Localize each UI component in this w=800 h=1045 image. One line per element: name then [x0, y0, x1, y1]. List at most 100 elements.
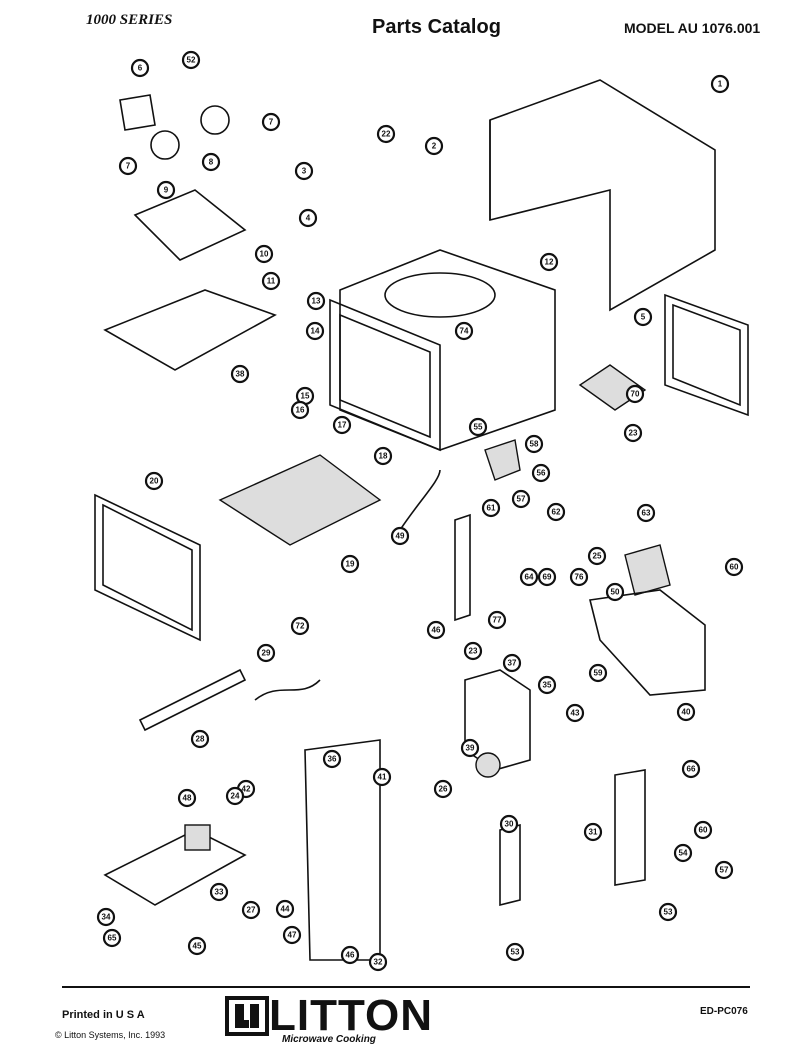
callout-circle [254, 244, 274, 264]
callout-number: 50 [611, 588, 620, 597]
callout-number: 27 [247, 906, 256, 915]
callout-circle [539, 252, 559, 272]
litton-logo-icon [225, 996, 269, 1036]
callout-circle [305, 321, 325, 341]
callout-number: 26 [439, 785, 448, 794]
callout-circle [468, 417, 488, 437]
callout-number: 45 [193, 942, 202, 951]
callout-number: 23 [629, 429, 638, 438]
callout-number: 35 [543, 681, 552, 690]
callout-number: 20 [150, 477, 159, 486]
part-door-frame [329, 298, 441, 452]
callout-circle [144, 471, 164, 491]
callout-circle [275, 899, 295, 919]
callout-number: 17 [338, 421, 347, 430]
callout-number: 34 [102, 913, 111, 922]
part-panel [103, 289, 277, 371]
callout-circle [487, 610, 507, 630]
callout-number: 13 [312, 297, 321, 306]
callout-circle [187, 936, 207, 956]
callout-number: 1 [718, 80, 723, 89]
callout-number: 15 [301, 392, 310, 401]
callout-number: 37 [508, 659, 517, 668]
callout-circle [502, 653, 522, 673]
callout-circle [531, 463, 551, 483]
callout-circle [368, 952, 388, 972]
callout-number: 42 [242, 785, 251, 794]
callout-circle [332, 415, 352, 435]
brand-tagline: Microwave Cooking [282, 1034, 376, 1045]
callout-number: 43 [571, 709, 580, 718]
callout-circle [177, 788, 197, 808]
callout-number: 4 [306, 214, 311, 223]
callout-circle [454, 321, 474, 341]
printed-in-label: Printed in U S A [62, 1009, 145, 1021]
callout-circle [156, 180, 176, 200]
callout-number: 28 [196, 735, 205, 744]
callout-number: 11 [267, 277, 276, 286]
part-fan-blade-upper [200, 105, 230, 135]
brand-name: LITTON [269, 991, 434, 1040]
callout-number: 46 [432, 626, 441, 635]
callout-circle [537, 675, 557, 695]
callout-number: 8 [209, 158, 214, 167]
callout-circle [710, 74, 730, 94]
callout-circle [460, 738, 480, 758]
callout-circle [298, 208, 318, 228]
callout-circle [481, 498, 501, 518]
callout-number: 55 [474, 423, 483, 432]
callout-circle [623, 423, 643, 443]
callout-circle [505, 942, 525, 962]
callout-number: 72 [296, 622, 305, 631]
callout-circle [724, 557, 744, 577]
litton-logo: LITTON [225, 994, 433, 1038]
callout-number: 49 [396, 532, 405, 541]
callout-circle [230, 364, 250, 384]
part-shelf [218, 454, 382, 546]
callout-number: 2 [432, 142, 437, 151]
callout-circle [372, 767, 392, 787]
callout-number: 53 [511, 948, 520, 957]
callout-circle [340, 554, 360, 574]
callout-number: 36 [328, 755, 337, 764]
callout-circle [625, 384, 645, 404]
callout-circle [102, 928, 122, 948]
callout-circle [376, 124, 396, 144]
callout-number: 10 [260, 250, 269, 259]
callout-number: 38 [236, 370, 245, 379]
callout-circle [426, 620, 446, 640]
callout-number: 56 [537, 469, 546, 478]
callout-number: 9 [164, 186, 169, 195]
callout-number: 61 [487, 504, 496, 513]
callout-circle [714, 860, 734, 880]
callout-circle [209, 882, 229, 902]
part-rear-panel [664, 293, 749, 417]
callout-number: 53 [664, 908, 673, 917]
callout-circle [636, 503, 656, 523]
callout-number: 77 [493, 616, 502, 625]
callout-number: 59 [594, 669, 603, 678]
callout-circle [118, 156, 138, 176]
callout-circle [256, 643, 276, 663]
callout-circle [261, 271, 281, 291]
callout-circle [681, 759, 701, 779]
callout-number: 6 [138, 64, 143, 73]
callout-number: 52 [187, 56, 196, 65]
callout-number: 70 [631, 390, 640, 399]
part-magnetron [484, 439, 521, 481]
part-switch-panel [614, 769, 646, 886]
callout-number: 63 [642, 509, 651, 518]
series-label: 1000 SERIES [86, 12, 173, 28]
callout-number: 14 [311, 327, 320, 336]
callout-number: 57 [720, 866, 729, 875]
callout-number: 69 [543, 573, 552, 582]
callout-number: 33 [215, 888, 224, 897]
part-circuit-board [103, 829, 247, 906]
callout-number: 74 [460, 327, 469, 336]
callout-circle [390, 526, 410, 546]
callout-number: 32 [374, 958, 383, 967]
callout-number: 48 [183, 794, 192, 803]
callout-circle [565, 703, 585, 723]
